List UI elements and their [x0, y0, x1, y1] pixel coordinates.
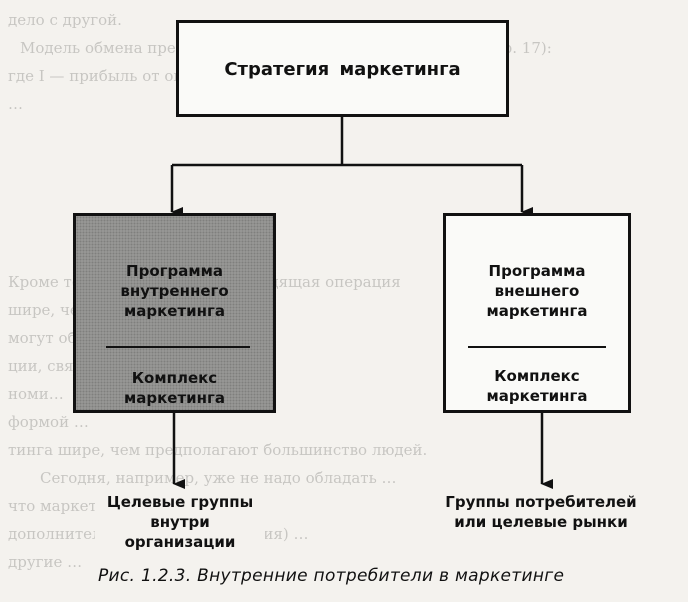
- external-program-label: Программа внешнего маркетинга: [486, 262, 588, 320]
- strategy-label: Стратегия маркетинга: [224, 59, 461, 80]
- bleed-line: другие …: [8, 553, 83, 571]
- bleed-line: формой …: [8, 413, 89, 431]
- bleed-line: Сегодня, например, уже не надо обладать …: [40, 469, 397, 487]
- internal-target-label: Целевые группы внутри организации: [95, 492, 265, 552]
- strategy-box: Стратегия маркетинга: [176, 20, 509, 117]
- internal-program-label: Программа внутреннего маркетинга: [120, 262, 229, 320]
- external-divider: [468, 346, 606, 348]
- bleed-line: номи…: [8, 385, 64, 403]
- bleed-line: тинга шире, чем предполагают большинство…: [8, 441, 428, 459]
- internal-marketing-box: Программа внутреннего маркетинга Комплек…: [73, 213, 276, 413]
- bleed-line: …: [8, 95, 23, 113]
- bleed-line: дело с другой.: [8, 11, 122, 29]
- internal-divider: [106, 346, 250, 348]
- internal-mix-label: Комплекс маркетинга: [123, 369, 225, 407]
- external-mix-label: Комплекс маркетинга: [486, 367, 588, 405]
- external-marketing-box: Программа внешнего маркетинга Комплекс м…: [443, 213, 631, 413]
- figure-caption: Рис. 1.2.3. Внутренние потребители в мар…: [90, 566, 626, 586]
- external-target-label: Группы потребителей или целевые рынки: [428, 492, 654, 532]
